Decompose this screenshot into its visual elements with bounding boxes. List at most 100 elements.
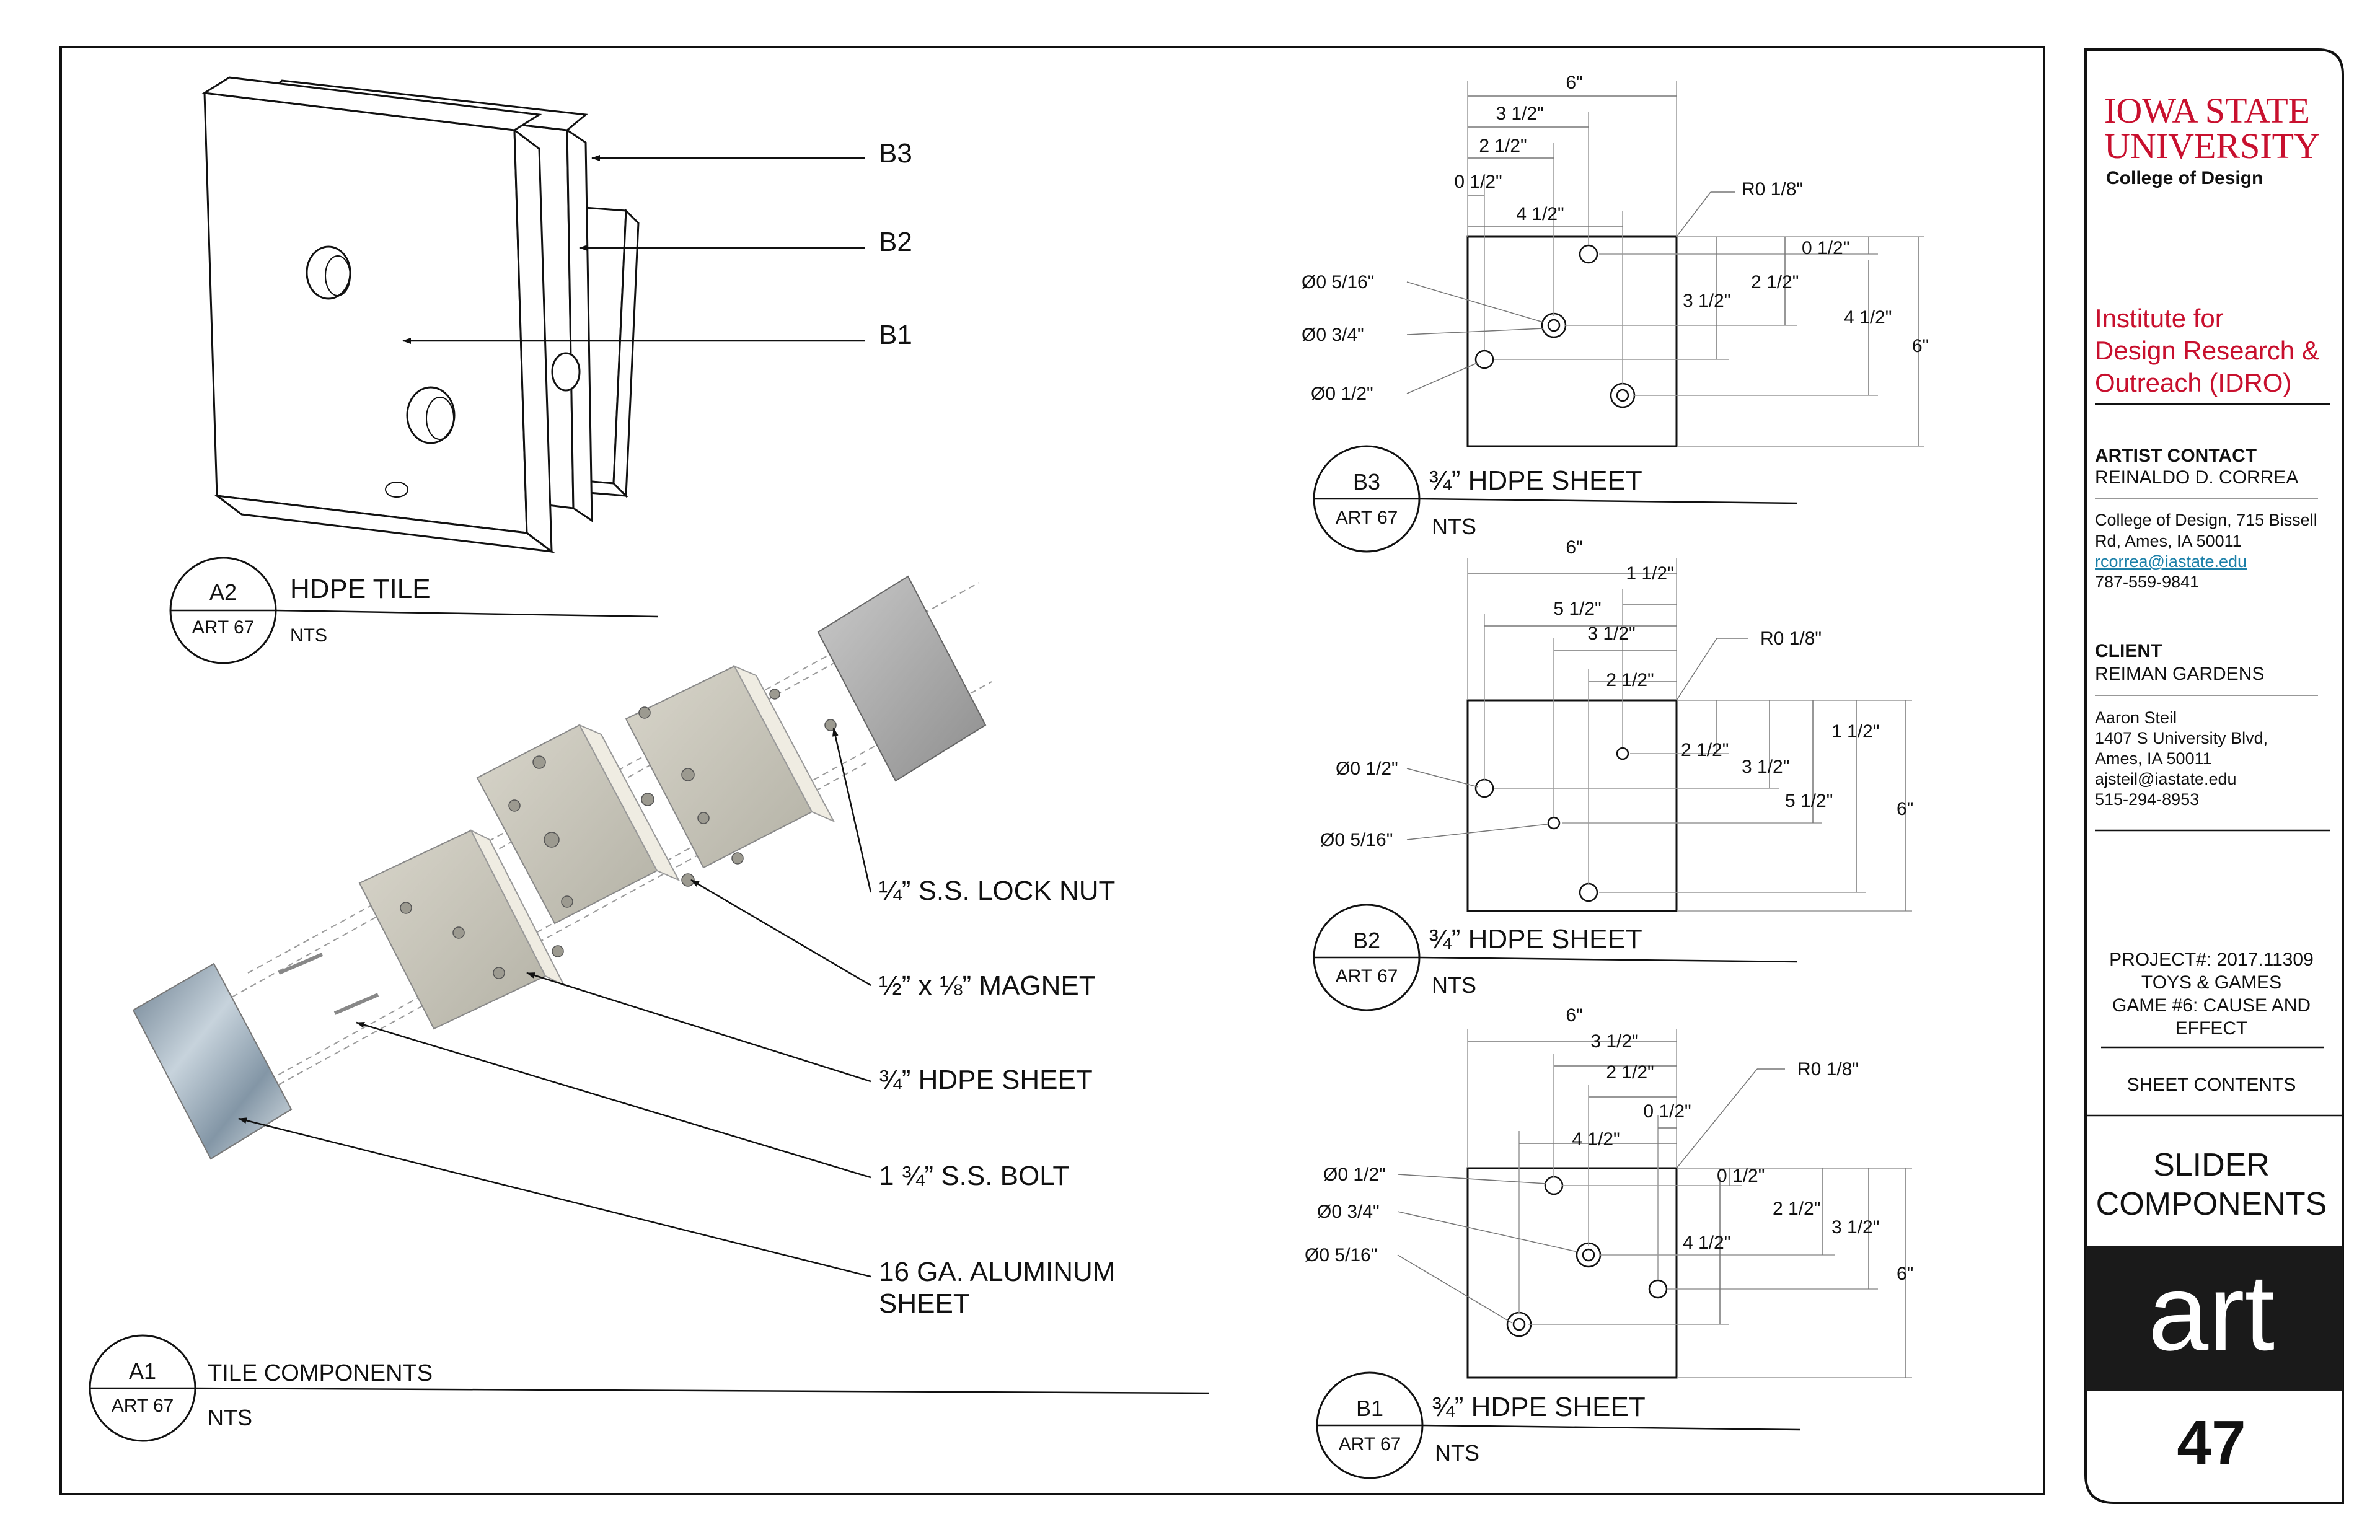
institute-line-1: Institute for [2095, 304, 2224, 333]
b2-dim-h: 6" [1897, 799, 1913, 819]
photo-tile [132, 962, 293, 1160]
view-bubble-a2: A2 ART 67 [169, 557, 659, 664]
project-line-2: TOYS & GAMES [2141, 972, 2281, 993]
client-address-1: 1407 S University Blvd, [2095, 729, 2268, 747]
svg-text:B2: B2 [1353, 928, 1380, 953]
view-scale-a2: NTS [290, 625, 327, 646]
view-bubble-b1: B1 ART 67 [1316, 1371, 1801, 1479]
b2-dim-d4: 2 1/2" [1606, 670, 1654, 690]
university-name-1: IOWA STATE [2104, 90, 2310, 131]
sheet-title-2: COMPONENTS [2096, 1186, 2327, 1222]
view-title-b3: ¾” HDPE SHEET [1429, 465, 1642, 496]
b2-dim-w: 6" [1566, 537, 1582, 558]
view-bubble-b2: B2 ART 67 [1313, 904, 1798, 1011]
label-bolt: 1 ¾” S.S. BOLT [879, 1161, 1069, 1191]
b2-dim-h4: 5 1/2" [1785, 791, 1833, 811]
label-aluminum-2: SHEET [879, 1288, 970, 1319]
title-block-border [2084, 48, 2344, 1504]
artist-name: REINALDO D. CORREA [2095, 467, 2298, 488]
b2-dim-d3: 3 1/2" [1587, 623, 1635, 644]
b3-dim-d1: 3 1/2" [1496, 103, 1543, 124]
svg-text:ART 67: ART 67 [192, 617, 255, 638]
b2-callout-2: Ø0 5/16" [1320, 830, 1393, 850]
artist-address-1: College of Design, 715 Bissell [2095, 511, 2317, 529]
b3-dim-h4: 4 1/2" [1844, 307, 1892, 328]
client-email: ajsteil@iastate.edu [2095, 770, 2237, 788]
svg-text:ART 67: ART 67 [1336, 508, 1398, 528]
b1-callout-3: Ø0 5/16" [1305, 1245, 1377, 1265]
artist-email[interactable]: rcorrea@iastate.edu [2095, 552, 2247, 571]
plate-b1 [1397, 1029, 1912, 1379]
view-scale-b3: NTS [1432, 514, 1476, 539]
view-title-a2: HDPE TILE [290, 574, 431, 604]
view-title-b1: ¾” HDPE SHEET [1432, 1392, 1646, 1422]
b1-dim-h3: 3 1/2" [1831, 1217, 1879, 1238]
b2-callout-1: Ø0 1/2" [1336, 759, 1398, 779]
tile-leaders [402, 155, 865, 344]
b1-dim-h1: 0 1/2" [1717, 1166, 1765, 1186]
label-lock-nut: ¼” S.S. LOCK NUT [879, 876, 1115, 906]
b2-dim-d1: 1 1/2" [1626, 563, 1673, 584]
b3-dim-d4: 4 1/2" [1516, 204, 1564, 224]
b3-dim-r: R0 1/8" [1742, 179, 1803, 200]
b1-dim-d4: 4 1/2" [1572, 1129, 1620, 1150]
b1-dim-d2: 2 1/2" [1606, 1062, 1654, 1083]
b1-callout-2: Ø0 3/4" [1317, 1202, 1380, 1222]
component-leaders [238, 728, 872, 1278]
b3-dim-w: 6" [1566, 73, 1582, 93]
tile-label-b1: B1 [879, 320, 912, 350]
b1-dim-h4: 4 1/2" [1683, 1233, 1730, 1253]
b2-dim-h1: 1 1/2" [1831, 721, 1879, 742]
art-band-text: art [2148, 1252, 2275, 1373]
exploded-assembly [132, 575, 992, 1160]
client-address-2: Ames, IA 50011 [2095, 749, 2212, 768]
client-contact: Aaron Steil [2095, 708, 2177, 727]
label-magnet: ½” x ⅛” MAGNET [879, 970, 1096, 1001]
institute-line-2: Design Research & [2095, 336, 2319, 365]
svg-text:B1: B1 [1356, 1396, 1383, 1421]
artist-address-2: Rd, Ames, IA 50011 [2095, 532, 2242, 550]
b2-dim-h2: 2 1/2" [1681, 740, 1729, 760]
hdpe-tile-isometric [201, 76, 640, 554]
tile-label-b3: B3 [879, 138, 912, 169]
b2-dim-h3: 3 1/2" [1742, 757, 1789, 777]
b3-dim-h: 6" [1912, 336, 1929, 356]
view-bubble-a1: A1 ART 67 [89, 1334, 1209, 1442]
drawing-border [60, 46, 2045, 1495]
artist-phone: 787-559-9841 [2095, 573, 2199, 591]
svg-text:ART 67: ART 67 [1336, 966, 1398, 987]
university-name-2: UNIVERSITY [2104, 126, 2320, 166]
b3-dim-h3: 3 1/2" [1683, 291, 1730, 311]
view-scale-b1: NTS [1435, 1440, 1479, 1466]
b1-dim-r: R0 1/8" [1797, 1059, 1859, 1080]
artist-heading: ARTIST CONTACT [2095, 446, 2257, 466]
b3-dim-h1: 0 1/2" [1802, 238, 1849, 258]
view-scale-a1: NTS [208, 1405, 252, 1430]
sheet-contents-label: SHEET CONTENTS [2127, 1075, 2296, 1095]
client-name: REIMAN GARDENS [2095, 664, 2264, 684]
b1-dim-h: 6" [1897, 1264, 1913, 1284]
svg-text:ART 67: ART 67 [112, 1396, 174, 1416]
plate-b3 [1406, 81, 1924, 447]
svg-text:A1: A1 [129, 1358, 156, 1384]
view-title-b2: ¾” HDPE SHEET [1429, 924, 1642, 954]
b3-callout-2: Ø0 3/4" [1302, 325, 1364, 345]
art-band [2086, 1246, 2343, 1391]
tile-label-b2: B2 [879, 227, 912, 257]
b1-dim-w: 6" [1566, 1005, 1582, 1026]
view-scale-b2: NTS [1432, 972, 1476, 998]
aluminum-sheet [817, 575, 987, 782]
b1-dim-h2: 2 1/2" [1773, 1199, 1820, 1219]
institute-line-3: Outreach (IDRO) [2095, 368, 2291, 397]
b3-callout-1: Ø0 5/16" [1302, 272, 1374, 293]
plate-b2 [1406, 558, 1912, 912]
svg-text:A2: A2 [209, 579, 237, 605]
b2-dim-r: R0 1/8" [1760, 628, 1822, 649]
svg-text:B3: B3 [1353, 469, 1380, 495]
b3-callout-3: Ø0 1/2" [1311, 384, 1373, 404]
client-phone: 515-294-8953 [2095, 790, 2199, 809]
view-title-a1: TILE COMPONENTS [208, 1360, 433, 1386]
view-bubble-b3: B3 ART 67 [1313, 445, 1798, 553]
b3-dim-h2: 2 1/2" [1751, 272, 1799, 293]
